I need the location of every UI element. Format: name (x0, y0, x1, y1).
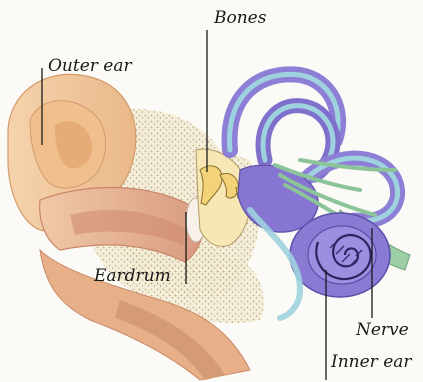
label-eardrum: Eardrum (94, 268, 171, 285)
label-inner-ear: Inner ear (331, 354, 412, 371)
cochlea-mid (308, 226, 376, 284)
label-bones: Bones (214, 10, 266, 27)
label-nerve: Nerve (356, 322, 409, 339)
label-outer-ear: Outer ear (48, 58, 132, 75)
